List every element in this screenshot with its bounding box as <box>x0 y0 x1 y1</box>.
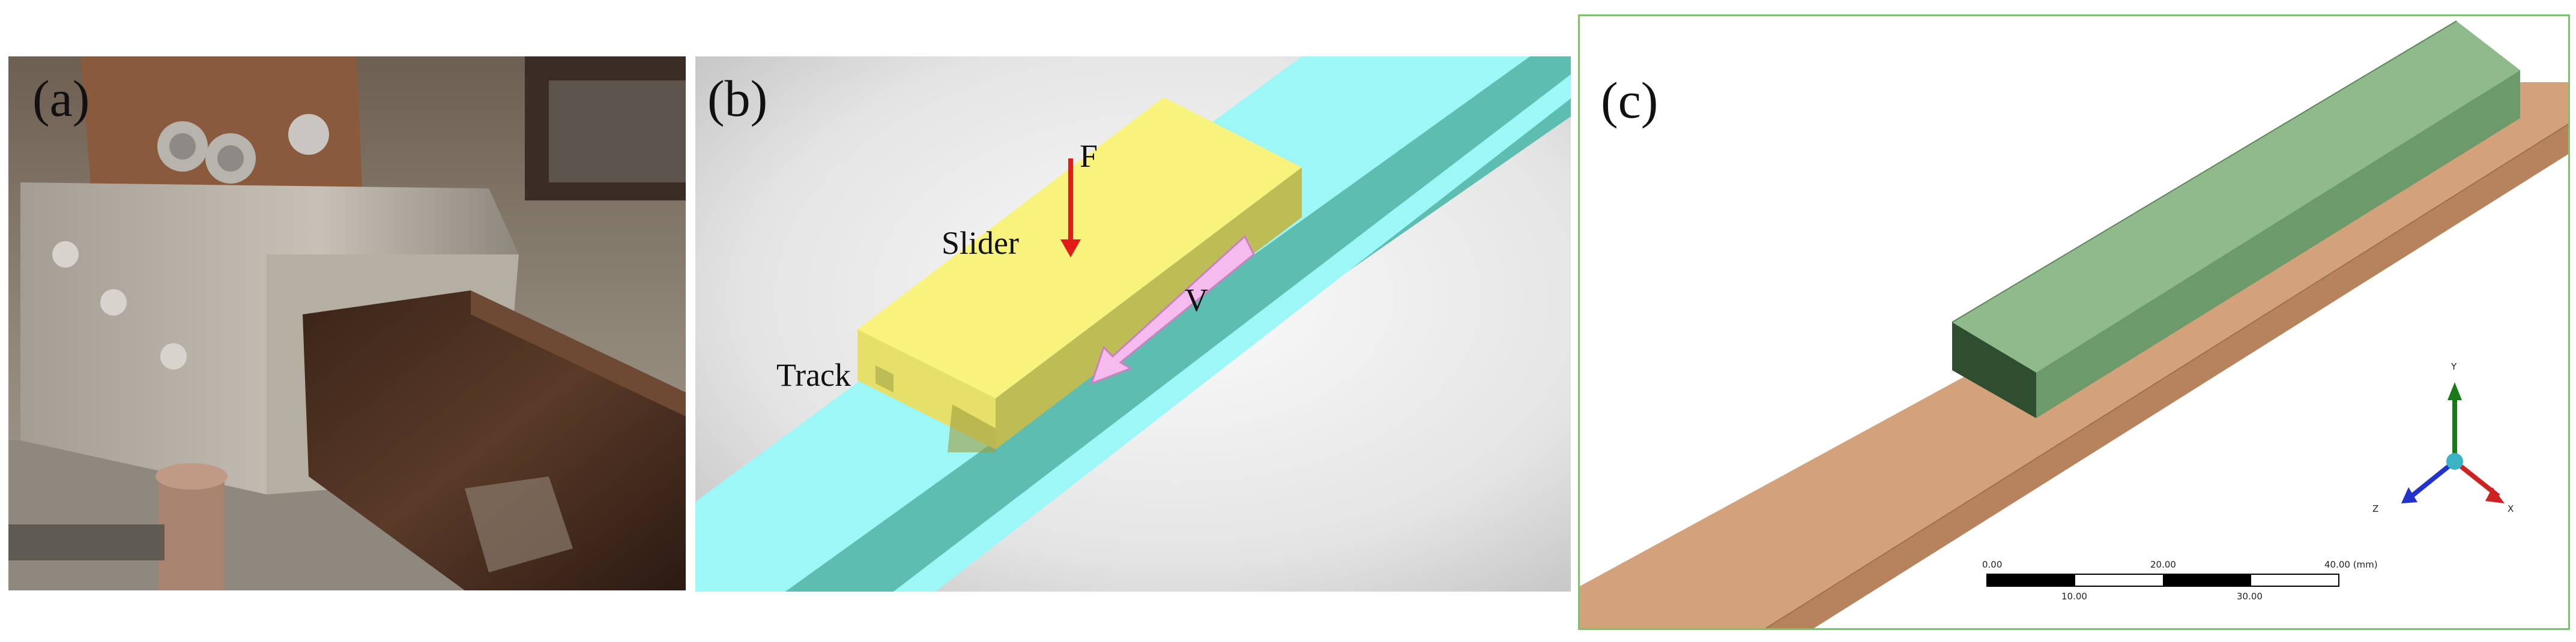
block-side-face <box>2036 70 2520 418</box>
force-arrow-head <box>1060 239 1081 257</box>
axis-label-y: Y <box>2451 361 2457 372</box>
panel-c-model: (c) Y Z X 0.00 20.00 40.00 (mm) 10.00 30… <box>1578 14 2570 630</box>
axis-label-x: X <box>2508 503 2514 514</box>
fe-model-geometry <box>1580 20 2568 628</box>
scale-bar <box>1986 574 2339 587</box>
photo-illustration <box>8 56 686 590</box>
slider-front-face <box>996 167 1302 449</box>
force-label: F <box>1080 138 1098 174</box>
slider-track-diagram <box>695 56 1571 592</box>
panel-label-c: (c) <box>1601 71 1658 129</box>
scale-tick-0: 0.00 <box>1982 559 2003 570</box>
scale-tick-10: 10.00 <box>2061 591 2087 602</box>
scale-tick-20: 20.00 <box>2150 559 2176 570</box>
axis-label-z: Z <box>2372 503 2379 514</box>
panel-label-b: (b) <box>707 70 768 127</box>
velocity-arrow <box>1090 235 1255 385</box>
block-top-face <box>1952 21 2520 373</box>
panel-label-a: (a) <box>32 70 90 127</box>
slider-label: Slider <box>942 225 1019 261</box>
track-ridge <box>785 56 1571 592</box>
velocity-label: V <box>1185 282 1208 318</box>
panel-a-photo: (a) <box>8 56 686 590</box>
slider-top-face <box>857 97 1302 398</box>
scale-tick-30: 30.00 <box>2237 591 2263 602</box>
panel-b-schematic: (b) F Slider Track V <box>695 56 1571 592</box>
block-end-face <box>1952 322 2036 418</box>
scale-tick-40: 40.00 (mm) <box>2324 559 2378 570</box>
coordinate-triad <box>2401 382 2505 503</box>
track-label: Track <box>776 357 851 393</box>
